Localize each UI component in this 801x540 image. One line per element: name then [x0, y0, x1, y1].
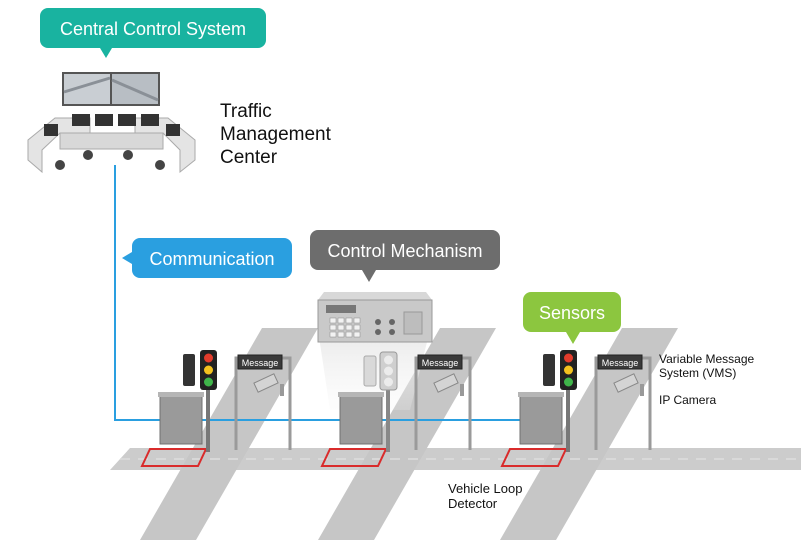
- callout-sensors: Sensors: [523, 292, 621, 344]
- vms-label: Variable Message System (VMS): [659, 352, 754, 380]
- callout-sensors-text: Sensors: [539, 303, 605, 323]
- vms-label-line2: System (VMS): [659, 366, 737, 380]
- controller-device: [317, 292, 433, 343]
- callout-communication-text: Communication: [149, 249, 274, 269]
- callout-control-mechanism: Control Mechanism: [310, 230, 500, 282]
- tmc-label-line1: Traffic: [220, 101, 272, 122]
- tmc-label-line3: Center: [220, 147, 278, 168]
- message-sign-1-text: Message: [242, 358, 279, 368]
- callout-central-control-text: Central Control System: [60, 19, 246, 39]
- callout-communication: Communication: [122, 238, 292, 278]
- cabinet-2: [339, 395, 383, 445]
- callout-control-mechanism-text: Control Mechanism: [327, 241, 482, 261]
- ip-camera-3: [613, 373, 644, 396]
- cabinet-1: [159, 395, 203, 445]
- loop-detector-3: [500, 448, 568, 467]
- control-room-illustration: [27, 72, 196, 174]
- loop-detector-label-line2: Detector: [448, 496, 498, 511]
- message-sign-3: [597, 354, 643, 370]
- cabinet-3: [519, 395, 563, 445]
- message-sign-3-text: Message: [602, 358, 639, 368]
- message-sign-2-text: Message: [422, 358, 459, 368]
- station-1: Message: [140, 350, 292, 467]
- tmc-label: Traffic Management Center: [220, 100, 331, 169]
- tmc-label-line2: Management: [220, 124, 331, 145]
- main-road: [110, 448, 801, 470]
- loop-detector-label-line1: Vehicle Loop: [448, 481, 523, 496]
- station-3: Message: [500, 350, 652, 467]
- vms-label-line1: Variable Message: [659, 352, 755, 366]
- message-sign-1: [237, 354, 283, 370]
- loop-detector-label: Vehicle Loop Detector: [448, 481, 522, 511]
- ip-camera-label: IP Camera: [659, 393, 717, 407]
- ip-camera-2: [433, 373, 464, 396]
- loop-detector-2: [320, 448, 388, 467]
- loop-detector-1: [140, 448, 208, 467]
- ip-camera-1: [253, 373, 284, 396]
- station-2: Message: [320, 351, 472, 467]
- callout-central-control: Central Control System: [40, 8, 266, 58]
- message-sign-2: [417, 354, 463, 370]
